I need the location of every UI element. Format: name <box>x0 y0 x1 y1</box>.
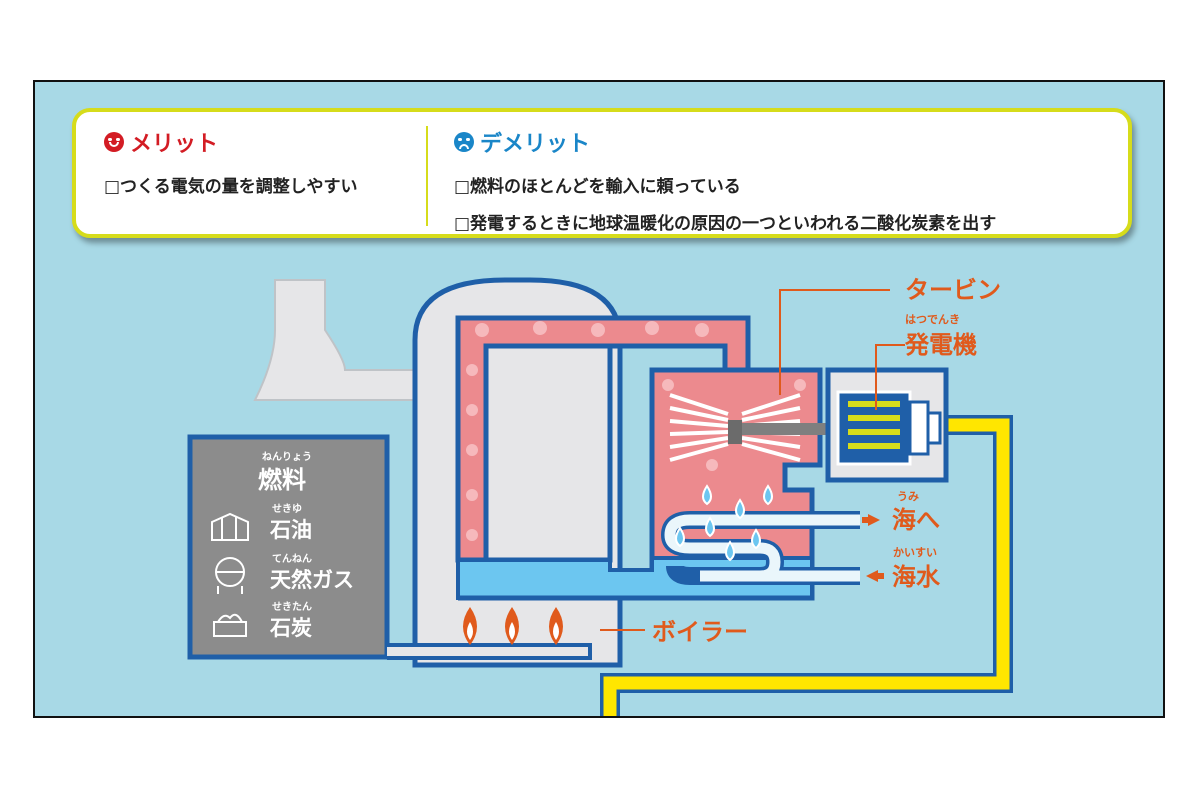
merit-title: メリット <box>130 132 219 157</box>
seawater-label: 海水 <box>892 563 941 591</box>
divider <box>426 126 428 226</box>
coal-icon <box>213 613 247 637</box>
to-sea-ruby: うみ <box>897 490 919 503</box>
demerit-title: デメリット <box>480 132 591 157</box>
gas-tank-icon <box>215 557 245 594</box>
fuel-item-label: 石炭 <box>269 616 312 640</box>
merit-item: □つくる電気の量を調整しやすい <box>104 177 358 197</box>
boiler-core <box>483 343 613 563</box>
sad-face-icon <box>454 132 474 152</box>
turbine-shaft <box>742 423 840 435</box>
to-sea-label: 海へ <box>892 506 940 534</box>
fuel-ruby: ねんりょう <box>262 451 312 463</box>
turbine-label: タービン <box>905 276 1001 304</box>
merit-heading: メリット <box>104 126 358 158</box>
merit-column: メリット □つくる電気の量を調整しやすい <box>104 126 358 197</box>
generator-label: 発電機 <box>904 331 977 359</box>
smile-face-icon <box>104 132 124 152</box>
arrow-icon <box>866 514 880 582</box>
merit-demerit-box: メリット □つくる電気の量を調整しやすい デメリット □燃料のほとんどを輸入に頼… <box>72 108 1132 238</box>
generator-ruby: はつでんき <box>905 313 960 326</box>
fuel-item-ruby: せきゆ <box>272 503 302 515</box>
demerit-heading: デメリット <box>454 126 996 158</box>
steam-bubbles <box>466 321 806 541</box>
fuel-pipe <box>387 643 592 660</box>
fuel-title: 燃料 <box>258 466 306 494</box>
demerit-item: □燃料のほとんどを輸入に頼っている <box>454 177 741 197</box>
fuel-item-ruby: てんねん <box>272 553 312 565</box>
fuel-box <box>187 434 390 660</box>
fuel-item-ruby: せきたん <box>272 601 312 613</box>
condenser-coil <box>660 511 860 585</box>
demerit-item: □発電するときに地球温暖化の原因の一つといわれる二酸化炭素を出す <box>454 214 997 234</box>
leader-lines <box>600 289 905 631</box>
boiler-label: ボイラー <box>652 618 748 646</box>
fuel-item-label: 石油 <box>269 518 312 542</box>
chimney <box>253 279 436 401</box>
water-drops <box>675 484 773 562</box>
oil-tank-icon <box>211 512 249 541</box>
seawater-ruby: かいすい <box>893 546 937 559</box>
fuel-item-label: 天然ガス <box>270 568 354 592</box>
demerit-column: デメリット □燃料のほとんどを輸入に頼っている □発電するときに地球温暖化の原因… <box>454 126 996 234</box>
